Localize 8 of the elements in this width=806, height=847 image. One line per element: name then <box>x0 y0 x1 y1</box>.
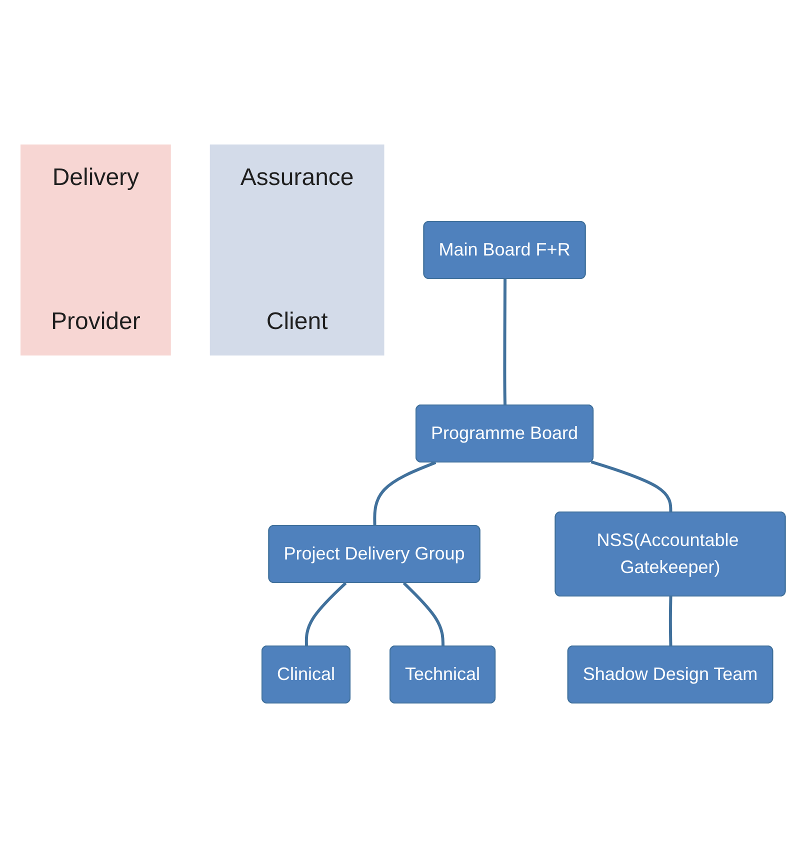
connector <box>590 460 672 512</box>
node-box: Assurance Client <box>210 144 384 355</box>
connector <box>304 581 347 646</box>
connector <box>503 278 506 406</box>
node-box: Delivery Provider <box>20 144 171 355</box>
connector <box>668 596 672 646</box>
connector <box>402 581 444 646</box>
connector <box>373 460 436 526</box>
